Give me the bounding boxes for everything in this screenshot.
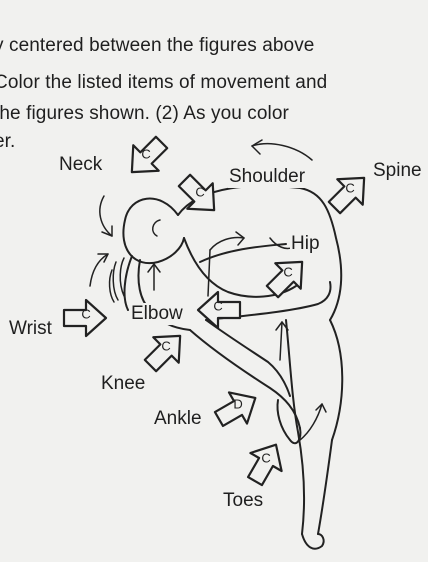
- elbow-badge-letter: C: [213, 299, 222, 314]
- toes-badge: C: [239, 436, 291, 490]
- wrist-badge-letter: C: [81, 307, 90, 322]
- knee-badge-letter: C: [161, 339, 170, 354]
- spine-badge-letter: C: [345, 181, 354, 196]
- elbow-badge: C: [198, 292, 240, 328]
- wrist-label: Wrist: [8, 318, 53, 340]
- ankle-badge: D: [210, 382, 264, 434]
- label-badges: C C C C C C C: [64, 130, 377, 490]
- toes-badge-letter: C: [261, 451, 270, 466]
- shoulder-label: Shoulder: [228, 166, 306, 188]
- shoulder-badge: C: [172, 168, 227, 223]
- toes-label: Toes: [222, 490, 264, 512]
- knee-badge: C: [138, 323, 193, 378]
- elbow-label: Elbow: [130, 303, 184, 325]
- hip-badge-letter: C: [283, 265, 292, 280]
- shoulder-badge-letter: C: [195, 185, 204, 200]
- ankle-label: Ankle: [153, 408, 203, 430]
- hip-label: Hip: [290, 233, 321, 255]
- knee-label: Knee: [100, 373, 146, 395]
- neck-label: Neck: [58, 154, 103, 176]
- spine-label: Spine: [372, 160, 423, 182]
- wrist-badge: C: [64, 300, 106, 336]
- neck-badge-letter: C: [141, 147, 150, 162]
- ankle-badge-letter: D: [233, 397, 242, 412]
- spine-badge: C: [322, 165, 377, 220]
- neck-badge: C: [119, 130, 174, 185]
